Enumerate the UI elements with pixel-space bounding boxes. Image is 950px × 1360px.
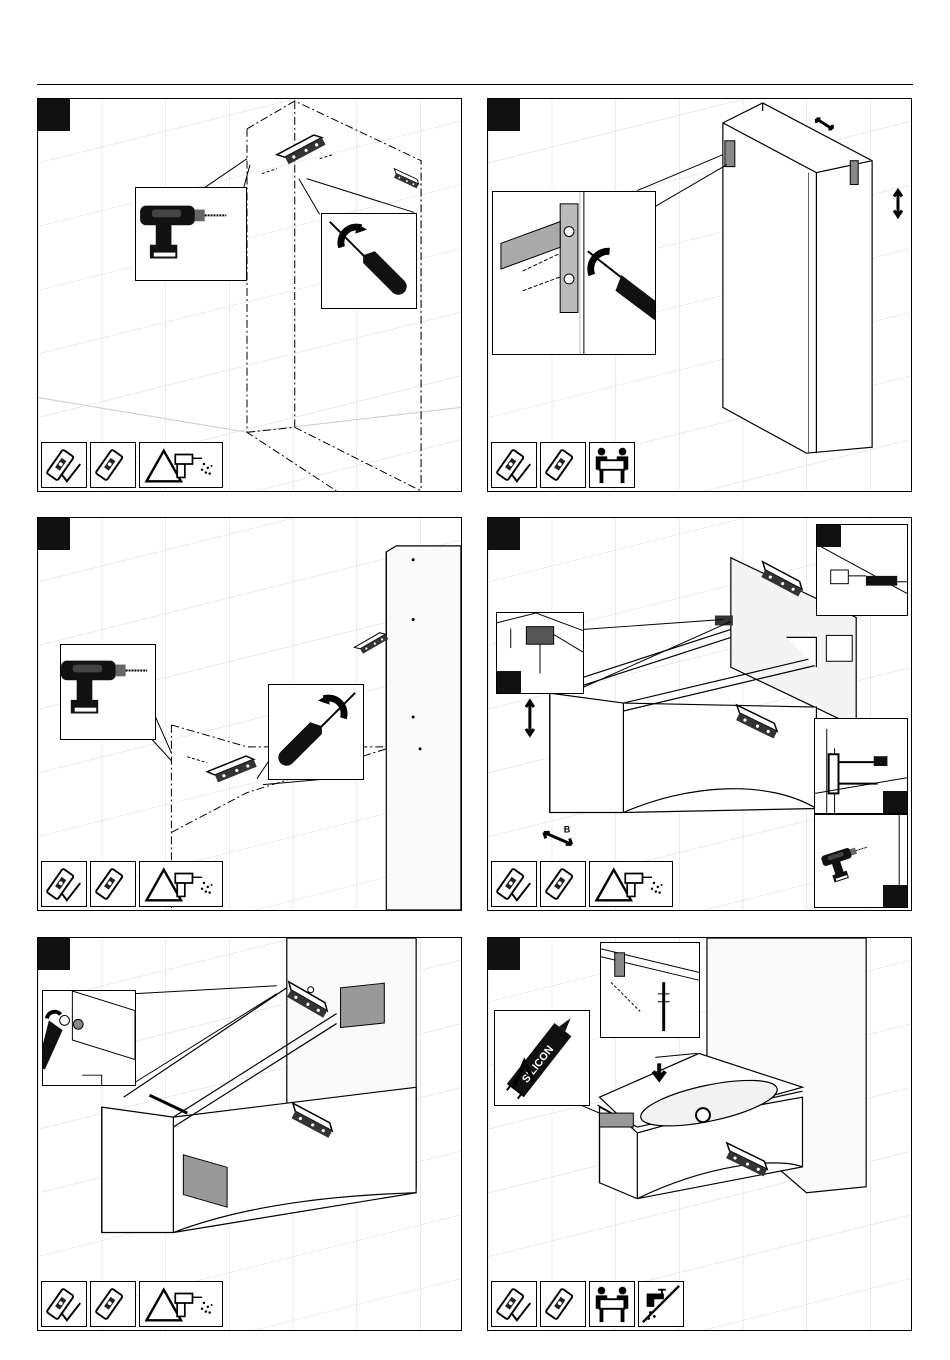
step-3-icon-bar <box>41 861 223 907</box>
step-2-hanger-inset <box>492 191 656 355</box>
wrench-icon <box>43 991 135 1085</box>
step-1-panel <box>37 98 462 492</box>
drill-warning-icon <box>139 861 223 907</box>
step-4-arrow-label: B <box>564 824 571 834</box>
step-1-screwdriver-inset <box>321 213 417 309</box>
step-4-panel: B <box>487 517 912 911</box>
step-6-number-box <box>488 938 520 970</box>
step-3-number-box <box>38 518 70 550</box>
level-check-icon <box>41 861 87 907</box>
step-3-drill-inset <box>60 644 156 740</box>
step-4-detail-c-inset <box>814 718 908 814</box>
step-4-sub-label-box <box>817 525 841 547</box>
header-rule <box>37 84 913 85</box>
level-icon <box>90 861 136 907</box>
step-3-panel <box>37 517 462 911</box>
step-4-sub-label-box <box>883 885 907 907</box>
step-4-number-box <box>488 518 520 550</box>
step-4-detail-d-inset <box>814 814 908 908</box>
level-check-icon <box>491 1281 537 1327</box>
drill-warning-icon <box>139 442 223 488</box>
step-4-detail-b-inset <box>816 524 908 616</box>
screwdriver-icon <box>322 214 416 308</box>
drill-warning-icon <box>589 861 673 907</box>
step-1-icon-bar <box>41 442 223 488</box>
step-6-mounting-inset <box>600 942 700 1038</box>
step-4-detail-a-inset <box>496 612 584 694</box>
no-water-icon <box>638 1281 684 1327</box>
step-4-sub-label-box <box>497 671 521 693</box>
level-check-icon <box>491 442 537 488</box>
level-check-icon <box>41 1281 87 1327</box>
step-5-wrench-inset <box>42 990 136 1086</box>
step-2-panel <box>487 98 912 492</box>
drill-icon <box>136 188 246 280</box>
drill-icon <box>61 645 155 739</box>
step-2-number-box <box>488 99 520 131</box>
level-icon <box>540 861 586 907</box>
step-6-icon-bar <box>491 1281 684 1327</box>
step-1-number-box <box>38 99 70 131</box>
two-person-lift-icon <box>589 442 635 488</box>
level-check-icon <box>41 442 87 488</box>
step-1-drill-inset <box>135 187 247 281</box>
step-4-icon-bar <box>491 861 673 907</box>
step-5-number-box <box>38 938 70 970</box>
silicone-gun-icon: SILICON <box>495 1011 589 1105</box>
step-5-icon-bar <box>41 1281 223 1327</box>
mounting-detail <box>601 943 699 1037</box>
step-6-panel: SILICON <box>487 937 912 1331</box>
step-4-sub-label-box <box>883 791 907 813</box>
level-icon <box>90 1281 136 1327</box>
drill-warning-icon <box>139 1281 223 1327</box>
step-6-silicon-inset: SILICON <box>494 1010 590 1106</box>
step-3-screwdriver-inset <box>268 684 364 780</box>
level-icon <box>90 442 136 488</box>
screwdriver-icon <box>269 685 363 779</box>
level-icon <box>540 442 586 488</box>
wall-hanger-detail <box>493 192 655 354</box>
step-2-icon-bar <box>491 442 635 488</box>
level-icon <box>540 1281 586 1327</box>
level-check-icon <box>491 861 537 907</box>
two-person-lift-icon <box>589 1281 635 1327</box>
step-5-panel <box>37 937 462 1331</box>
